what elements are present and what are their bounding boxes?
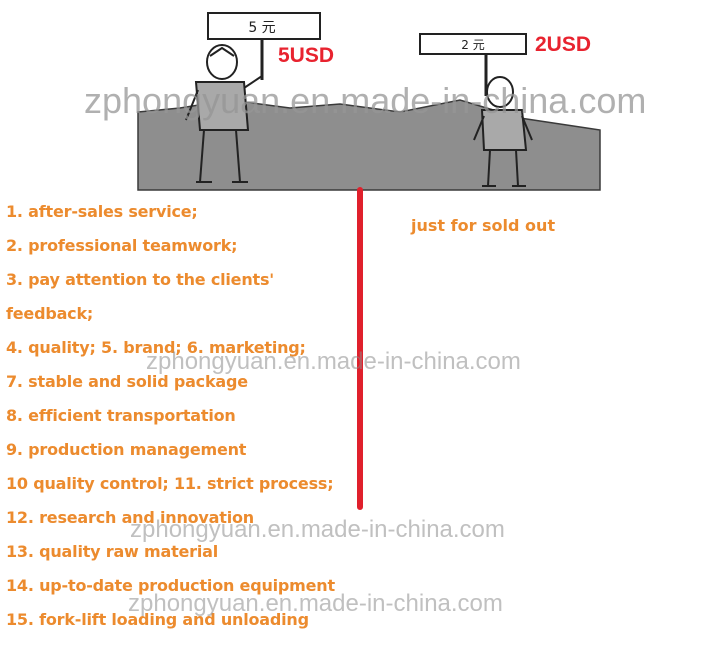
- feature-item: 7. stable and solid package: [6, 372, 248, 391]
- feature-item: 12. research and innovation: [6, 508, 254, 527]
- feature-item: 3. pay attention to the clients': [6, 270, 274, 289]
- sold-out-note: just for sold out: [411, 216, 556, 235]
- watermark: zphongyuan.en.made-in-china.com: [146, 348, 521, 375]
- cartoon-illustration: 5 元 2 元: [137, 12, 601, 191]
- feature-item: 9. production management: [6, 440, 247, 459]
- feature-item: 13. quality raw material: [6, 542, 219, 561]
- feature-item: 4. quality; 5. brand; 6. marketing;: [6, 338, 306, 357]
- feature-item: 10 quality control; 11. strict process;: [6, 474, 334, 493]
- feature-item: 2. professional teamwork;: [6, 236, 238, 255]
- feature-item: 1. after-sales service;: [6, 202, 198, 221]
- vertical-divider: [357, 187, 363, 510]
- left-price-label: 5USD: [278, 44, 335, 67]
- feature-item: feedback;: [6, 304, 94, 323]
- right-sign: 2 元: [419, 33, 527, 96]
- left-man-figure: [185, 44, 263, 183]
- feature-item: 15. fork-lift loading and unloading: [6, 610, 309, 629]
- feature-item: 14. up-to-date production equipment: [6, 576, 335, 595]
- watermark: zphongyuan.en.made-in-china.com: [130, 516, 505, 543]
- feature-item: 8. efficient transportation: [6, 406, 236, 425]
- right-man-figure: [473, 76, 533, 187]
- left-sign: 5 元: [207, 12, 321, 80]
- watermark: zphongyuan.en.made-in-china.com: [84, 80, 647, 121]
- feature-list: 1. after-sales service; 2. professional …: [6, 198, 335, 640]
- watermark: zphongyuan.en.made-in-china.com: [128, 590, 503, 617]
- left-sign-text: 5 元: [248, 20, 275, 36]
- right-sign-text: 2 元: [461, 38, 484, 52]
- right-price-label: 2USD: [535, 33, 592, 56]
